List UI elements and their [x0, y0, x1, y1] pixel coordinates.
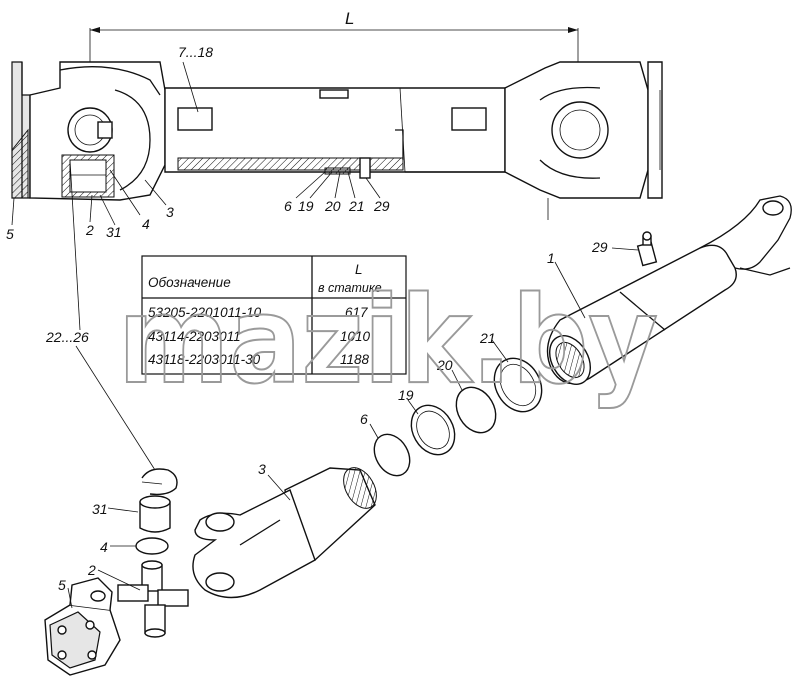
- part-4-seal-washer: [135, 537, 169, 555]
- part-22-26-snap-ring: [141, 468, 178, 496]
- part-19-bushing: [410, 404, 456, 456]
- label-21-section: 21: [348, 198, 365, 214]
- label-29-section: 29: [373, 198, 390, 214]
- label-4: 4: [100, 539, 108, 555]
- part-31-needle-cup: [139, 495, 171, 533]
- part-5-flange-yoke: [44, 577, 121, 676]
- label-5-section: 5: [6, 226, 14, 242]
- label-19: 19: [398, 387, 414, 403]
- part-6-circlip: [373, 433, 411, 477]
- dimension-l-label: L: [345, 9, 354, 28]
- label-5: 5: [58, 577, 66, 593]
- label-3: 3: [258, 461, 266, 477]
- exploded-view: 1 29 21 20 19 6 3 22...26 31 4 2 5: [44, 159, 792, 676]
- watermark: mazik.by: [118, 272, 658, 411]
- table-row-1-length: 617: [345, 305, 368, 320]
- length-table: Обозначение L в статике 53205-2201011-10…: [141, 255, 407, 375]
- part-1-sliding-yoke: [546, 195, 792, 385]
- label-31-section: 31: [106, 224, 122, 240]
- table-row-2-length: 1010: [340, 329, 371, 344]
- label-7-18: 7...18: [178, 44, 213, 60]
- label-29: 29: [591, 239, 608, 255]
- table-header-static: в статике: [318, 281, 382, 295]
- spline-section: [177, 157, 404, 171]
- label-20: 20: [436, 357, 453, 373]
- grease-fitting-section: [359, 157, 371, 179]
- label-22-26: 22...26: [45, 329, 89, 345]
- table-row-1-designation: 53205-2201011-10: [148, 305, 262, 320]
- label-6: 6: [360, 411, 368, 427]
- label-6-section: 6: [284, 198, 292, 214]
- dimension-l: L: [89, 9, 579, 62]
- part-29-grease-fitting: [636, 231, 658, 267]
- label-3-section: 3: [166, 204, 174, 220]
- label-1: 1: [547, 250, 555, 266]
- part-3-shaft-yoke: [192, 467, 377, 599]
- label-31: 31: [92, 501, 108, 517]
- label-21: 21: [479, 330, 496, 346]
- right-flange: [647, 61, 663, 199]
- label-19-section: 19: [298, 198, 314, 214]
- table-header-l: L: [355, 262, 363, 277]
- table-row-3-length: 1188: [340, 352, 370, 367]
- part-2-cross: [117, 560, 189, 638]
- assembly-section-view: L: [6, 9, 663, 242]
- label-2: 2: [87, 562, 96, 578]
- label-2-section: 2: [85, 222, 94, 238]
- table-row-2-designation: 43114-2203011: [148, 329, 241, 344]
- part-20-ring: [455, 386, 497, 434]
- table-header-designation: Обозначение: [148, 275, 231, 290]
- part-21-seal: [493, 357, 543, 413]
- table-row-3-designation: 43118-2203011-30: [148, 352, 261, 367]
- label-4-section: 4: [142, 216, 150, 232]
- label-20-section: 20: [324, 198, 341, 214]
